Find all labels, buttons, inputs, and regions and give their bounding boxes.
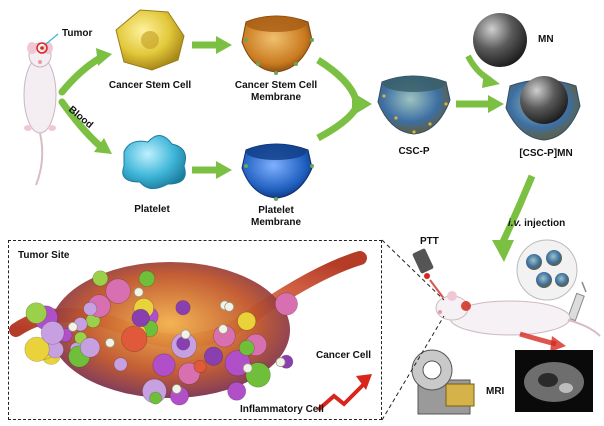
tumor-cell [83, 301, 98, 316]
inflammation-trend-arrow [316, 374, 372, 412]
tumor-label: Tumor [62, 28, 93, 39]
tumor-cell [138, 270, 156, 287]
arrow-merge-to-csc-p [316, 57, 372, 142]
nanoparticle-zoom-bubble [516, 239, 578, 301]
mri-image [515, 350, 593, 412]
syringe-icon [567, 281, 587, 322]
inflammatory-cell [224, 301, 235, 312]
mn-label: MN [538, 34, 554, 45]
inflammatory-cell [171, 384, 182, 394]
inflammatory-cell [275, 357, 286, 368]
platelet-label: Platelet [134, 204, 170, 215]
cancer-stem-cell-membrane-graphic [241, 15, 314, 75]
tumor-cell [24, 336, 50, 362]
arrow-platelet-to-membrane [192, 161, 232, 179]
arrow-mn-down [465, 54, 500, 88]
cancer-stem-cell-membrane-label-line1: Cancer Stem Cell [234, 80, 318, 91]
csc-p-label: CSC-P [398, 146, 430, 157]
mn-nanoparticle-graphic [473, 13, 527, 67]
tumor-cell [204, 346, 224, 366]
inflammatory-cell [68, 321, 78, 332]
tumor-cell [40, 320, 65, 345]
tumor-cell [237, 311, 257, 331]
mouse-icon [23, 42, 57, 186]
arrow-mouse-to-csc [58, 48, 112, 96]
inflammatory-cell [133, 287, 144, 298]
tumor-cell [274, 292, 298, 316]
treated-mouse-icon [435, 291, 601, 337]
csc-p-mn-graphic [505, 76, 581, 141]
tumor-marker-icon [36, 33, 59, 54]
zoom-connector-lines [381, 239, 445, 421]
cancer-cell-label: Cancer Cell [316, 350, 372, 361]
platelet-membrane-label-line2: Membrane [250, 217, 302, 228]
tumor-cell [113, 357, 128, 372]
platelet-graphic [122, 135, 186, 189]
inflammatory-cell [218, 324, 229, 335]
iv-injection-label: i.v. injection [508, 218, 565, 230]
tumor-cell [149, 391, 162, 405]
iv-prefix: i.v. [508, 218, 522, 229]
tumor-cell [238, 339, 255, 356]
arrow-iv-injection [492, 174, 536, 262]
cancer-stem-cell-label: Cancer Stem Cell [108, 80, 192, 91]
tumor-cell [121, 325, 148, 352]
tumor-cell [92, 270, 109, 287]
inflammatory-cell [180, 329, 191, 340]
tumor-cells-group [24, 270, 298, 406]
cancer-stem-cell-membrane-label-line2: Membrane [250, 92, 302, 103]
arrow-csc-p-to-coated-mn [456, 95, 504, 113]
platelet-membrane-graphic [241, 143, 314, 201]
ptt-label: PTT [420, 236, 439, 247]
arrow-csc-to-membrane [192, 36, 232, 54]
mri-scanner-icon [411, 349, 475, 415]
iv-suffix: injection [521, 218, 566, 229]
csc-p-mn-label: [CSC-P]MN [519, 148, 573, 159]
inflammatory-cell-label: Inflammatory Cell [240, 404, 324, 415]
inflammatory-cell [242, 363, 253, 374]
arrow-to-mri-image [519, 331, 566, 352]
csc-p-graphic [377, 75, 451, 135]
tumor-cell [193, 359, 207, 373]
tumor-cell [131, 308, 150, 328]
tumor-cell [227, 381, 247, 401]
tumor-cell [152, 353, 176, 377]
tumor-cell [105, 278, 131, 304]
ptt-laser-icon [412, 248, 449, 305]
inflammatory-cell [105, 337, 115, 348]
arrow-mouse-to-platelet [58, 98, 112, 154]
tumor-cell [175, 300, 191, 316]
tumor-site-label: Tumor Site [18, 250, 70, 261]
cancer-stem-cell-graphic [115, 9, 185, 71]
tumor-site-panel [8, 240, 382, 420]
tumor-cell [25, 302, 47, 324]
platelet-membrane-label-line1: Platelet [258, 205, 294, 216]
mri-label: MRI [486, 386, 505, 397]
tumor-cell [79, 337, 101, 358]
